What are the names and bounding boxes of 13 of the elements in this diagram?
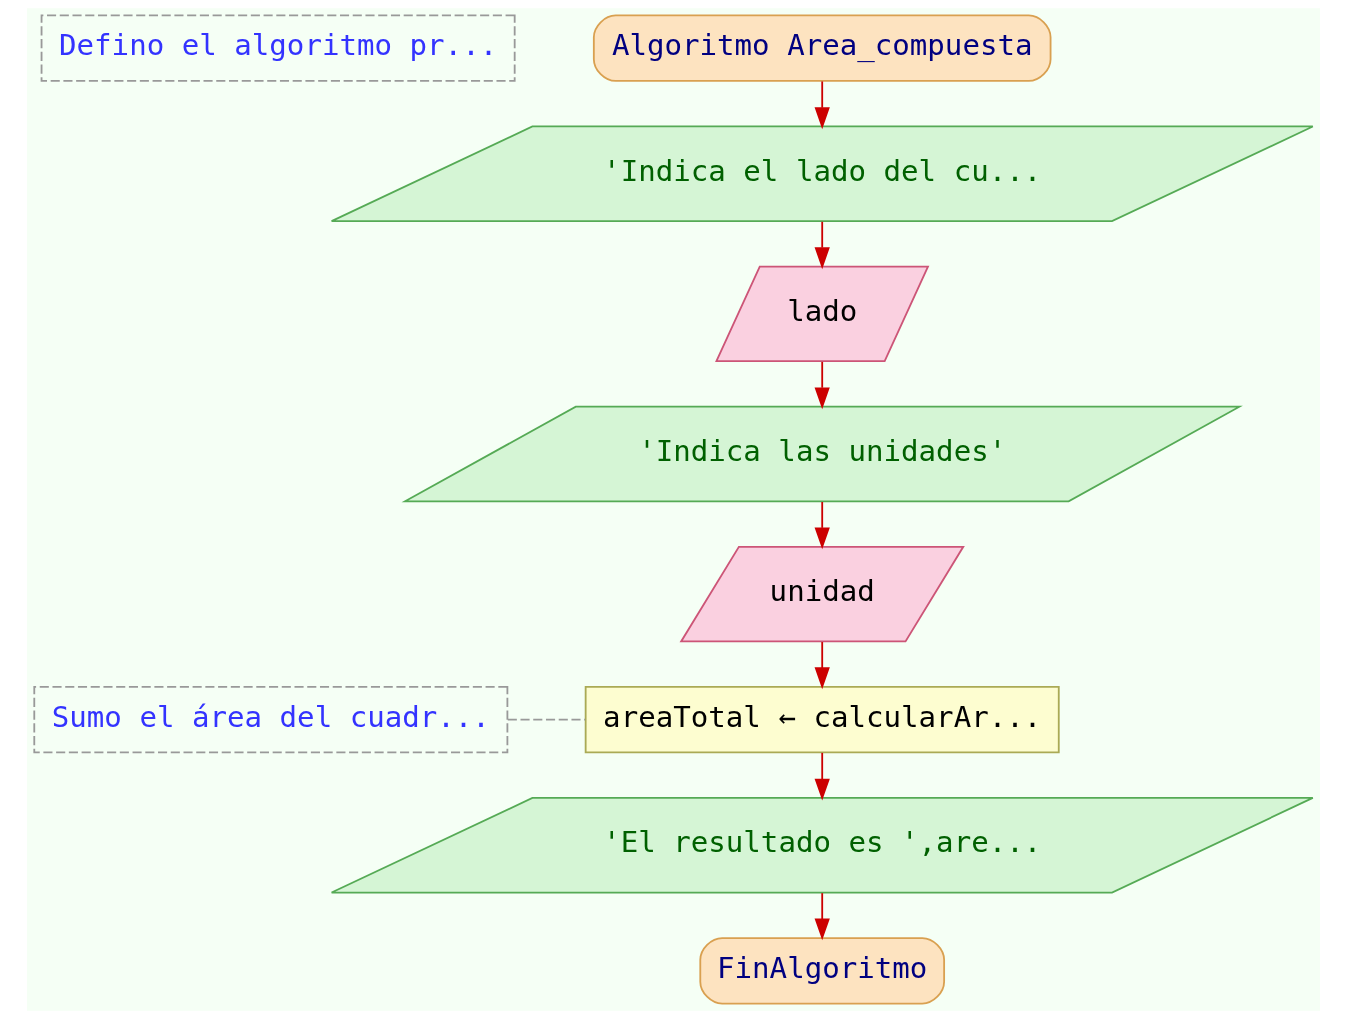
arrow — [814, 220, 830, 270]
node-box: Sumo el área del cuadr... — [33, 686, 509, 754]
node-box: Algoritmo Area_compuesta — [592, 14, 1052, 82]
node-box: FinAlgoritmo — [699, 937, 946, 1005]
arrow — [814, 361, 830, 410]
arrow — [814, 501, 830, 550]
arrow — [814, 751, 830, 801]
node-box: Defino el algoritmo pr... — [40, 14, 516, 82]
connector — [506, 718, 587, 721]
node-box: areaTotal ← calcularAr... — [584, 686, 1060, 754]
arrow — [814, 80, 830, 130]
arrow — [814, 641, 830, 690]
arrow — [814, 892, 830, 941]
